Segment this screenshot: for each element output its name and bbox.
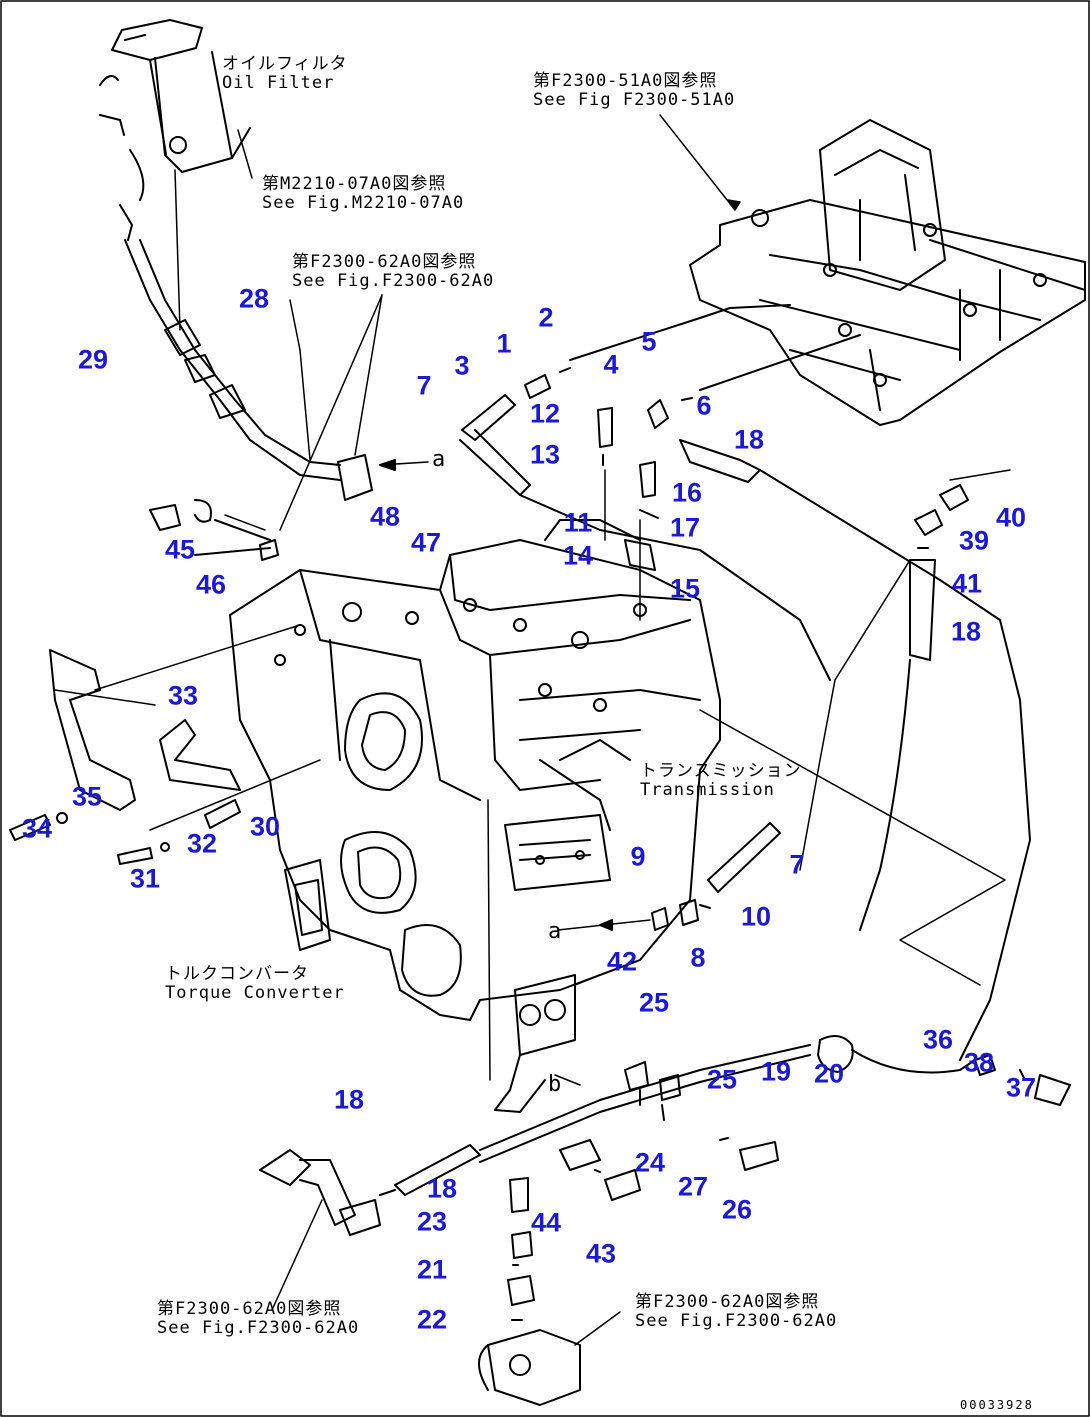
upper-fittings-drawing	[459, 304, 1021, 701]
part-number-21: 21	[416, 1254, 448, 1285]
part-number-45: 45	[164, 534, 196, 565]
ref-f2300-62a0-left-caption-ja: 第F2300-62A0図参照	[157, 1299, 342, 1319]
part-number-13: 13	[529, 439, 561, 470]
part-number-47: 47	[410, 527, 442, 558]
filter-hose	[124, 169, 429, 501]
part-number-25-lower: 25	[706, 1064, 738, 1095]
part-number-7-upper: 7	[416, 370, 432, 401]
part-number-36: 36	[922, 1024, 954, 1055]
part-number-37: 37	[1005, 1072, 1037, 1103]
reference-leaders	[237, 114, 741, 1346]
part-number-18-upper: 18	[733, 424, 765, 455]
part-number-44: 44	[530, 1207, 562, 1238]
part-number-26: 26	[721, 1194, 753, 1225]
part-number-17: 17	[669, 512, 701, 543]
part-number-23: 23	[416, 1206, 448, 1237]
bracket-33-drawing	[9, 624, 321, 865]
part-number-32: 32	[186, 828, 218, 859]
connector-mark-b: b	[548, 1072, 563, 1097]
part-number-2: 2	[538, 302, 554, 333]
part-number-35: 35	[71, 781, 103, 812]
ref-f2300-62a0-top-caption-en: See Fig.F2300-62A0	[292, 271, 495, 291]
bracket-45-drawing	[149, 499, 279, 561]
ref-f2300-62a0-right-caption-en: See Fig.F2300-62A0	[635, 1311, 838, 1331]
right-hose-drawing	[699, 469, 1031, 1061]
part-number-4: 4	[603, 349, 619, 380]
part-number-38: 38	[963, 1047, 995, 1078]
bracket-42-drawing	[487, 799, 681, 1121]
part-number-19: 19	[760, 1056, 792, 1087]
transmission-caption-ja: トランスミッション	[640, 761, 802, 781]
part-number-25-upper: 25	[638, 987, 670, 1018]
part-number-1: 1	[496, 328, 512, 359]
part-number-7-lower: 7	[789, 849, 805, 880]
part-number-46: 46	[195, 569, 227, 600]
part-number-20: 20	[813, 1058, 845, 1089]
control-valve-drawing	[689, 119, 1086, 426]
part-number-33: 33	[167, 680, 199, 711]
part-number-5: 5	[641, 326, 657, 357]
ref-f2300-62a0-top-caption-ja: 第F2300-62A0図参照	[292, 252, 477, 272]
oil-filter-caption-ja: オイルフィルタ	[222, 54, 348, 74]
part-number-27: 27	[677, 1171, 709, 1202]
ref-m2210-07a0-caption-ja: 第M2210-07A0図参照	[262, 174, 447, 194]
drawing-id: 00033928	[960, 1398, 1034, 1412]
part-number-6: 6	[696, 390, 712, 421]
oil-filter-caption-en: Oil Filter	[222, 73, 335, 93]
ref-f2300-62a0-left-caption-en: See Fig.F2300-62A0	[157, 1318, 360, 1338]
ref-m2210-07a0-caption-en: See Fig.M2210-07A0	[262, 193, 465, 213]
part-number-18-lower-left: 18	[333, 1084, 365, 1115]
part-number-18-lower: 18	[426, 1173, 458, 1204]
part-number-18-right: 18	[950, 616, 982, 647]
part-number-3: 3	[454, 350, 470, 381]
part-number-42: 42	[606, 946, 638, 977]
ref-f2300-51a0-caption-en: See Fig F2300-51A0	[533, 90, 736, 110]
transmission-caption-en: Transmission	[640, 780, 775, 800]
part-number-9: 9	[630, 841, 646, 872]
part-number-15: 15	[669, 573, 701, 604]
torque-converter-caption-en: Torque Converter	[165, 983, 345, 1003]
lower-parts-drawing	[478, 1137, 779, 1406]
connector-mark-a-upper: a	[432, 447, 447, 472]
connector-mark-a-lower: a	[548, 919, 563, 944]
lower-hose-18-drawing	[379, 1044, 811, 1196]
part-number-30: 30	[249, 811, 281, 842]
part-number-22: 22	[416, 1304, 448, 1335]
part-number-24: 24	[634, 1147, 666, 1178]
part-number-11: 11	[563, 507, 593, 538]
part-number-29: 29	[77, 344, 109, 375]
part-number-28: 28	[238, 283, 270, 314]
part-number-40: 40	[995, 502, 1027, 533]
part-number-41: 41	[951, 568, 983, 599]
ref-f2300-62a0-right-caption-ja: 第F2300-62A0図参照	[635, 1292, 820, 1312]
ref-f2300-51a0-caption-ja: 第F2300-51A0図参照	[533, 71, 718, 91]
part-number-12: 12	[529, 398, 561, 429]
part-number-31: 31	[129, 863, 161, 894]
torque-converter-caption-ja: トルクコンバータ	[165, 964, 309, 984]
part-number-14: 14	[562, 540, 594, 571]
lower-hose-drawing	[557, 822, 781, 931]
oil-filter-drawing	[99, 19, 251, 241]
part-number-39: 39	[958, 525, 990, 556]
part-number-43: 43	[585, 1238, 617, 1269]
elbow-fitting-drawing	[259, 1149, 381, 1236]
part-number-48: 48	[369, 501, 401, 532]
part-number-8: 8	[690, 942, 706, 973]
fitting-19-drawing	[817, 1035, 1071, 1106]
part-number-10: 10	[740, 901, 772, 932]
part-number-34: 34	[21, 813, 53, 844]
part-number-16: 16	[671, 477, 703, 508]
